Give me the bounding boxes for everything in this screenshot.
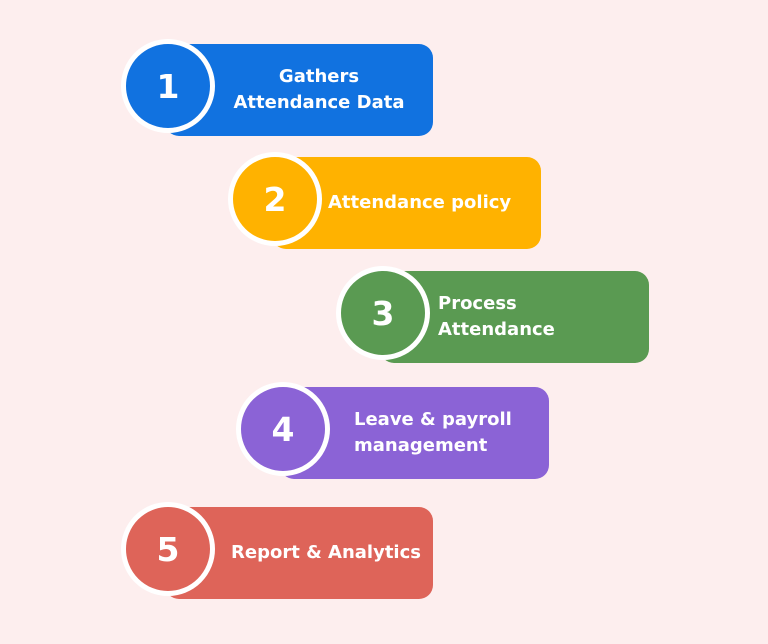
step-5-number-badge: 5 (121, 502, 215, 596)
step-2-label: Attendance policy (328, 192, 512, 213)
step-4-label: Leave & payroll management (354, 409, 512, 456)
step-2-number-badge: 2 (228, 152, 322, 246)
step-5-label: Report & Analytics (231, 542, 421, 563)
step-3-number-badge: 3 (336, 266, 430, 360)
step-3-label: Process Attendance (438, 293, 555, 340)
step-1-number-badge: 1 (121, 39, 215, 133)
step-1-label: Gathers Attendance Data (233, 66, 405, 113)
step-4-number-badge: 4 (236, 382, 330, 476)
